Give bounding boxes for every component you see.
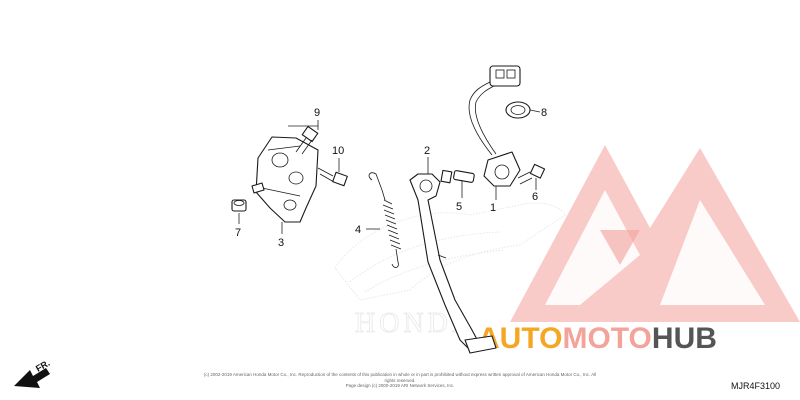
front-direction-arrow: FR. bbox=[14, 358, 52, 388]
bracket-bolt bbox=[251, 182, 265, 194]
part-9-bolt bbox=[295, 125, 319, 155]
part-4-spring bbox=[368, 172, 402, 268]
copyright-line-2: Page design (c) 2000-2019 ARI Network Se… bbox=[345, 383, 455, 388]
part-2-side-stand bbox=[409, 173, 497, 354]
part-6-bolt bbox=[517, 163, 546, 185]
part-7-nut bbox=[231, 199, 247, 212]
callout-5: 5 bbox=[456, 201, 462, 213]
watermark-hub: HUB bbox=[652, 322, 717, 355]
diagram-code: MJR4F3100 bbox=[731, 381, 781, 391]
callout-3: 3 bbox=[278, 237, 284, 249]
callout-4: 4 bbox=[355, 224, 361, 236]
copyright-notice: (c) 2002-2019 American Honda Motor Co., … bbox=[200, 372, 600, 389]
watermark-moto: MOTO bbox=[562, 322, 651, 355]
leader-8 bbox=[529, 109, 541, 113]
part-10-bolt bbox=[317, 167, 348, 187]
callout-8: 8 bbox=[541, 107, 547, 119]
copyright-line-1: (c) 2002-2019 American Honda Motor Co., … bbox=[203, 372, 597, 383]
part-3-bracket bbox=[255, 136, 319, 223]
part-5-bolt bbox=[440, 169, 475, 184]
part-1-side-stand-switch bbox=[468, 65, 521, 187]
callout-2: 2 bbox=[424, 145, 430, 157]
callout-6: 6 bbox=[532, 191, 538, 203]
front-direction-label: FR. bbox=[34, 358, 52, 374]
callout-10: 10 bbox=[332, 145, 344, 157]
callout-1: 1 bbox=[490, 202, 496, 214]
svg-text:AUTOMOTOHUB: AUTOMOTOHUB bbox=[478, 322, 717, 355]
leader-9 bbox=[288, 120, 319, 130]
callout-9: 9 bbox=[314, 107, 320, 119]
part-8-clamp bbox=[505, 101, 531, 119]
callout-7: 7 bbox=[235, 227, 241, 239]
watermark-text: AUTOMOTOHUB bbox=[478, 322, 717, 355]
watermark-logo bbox=[510, 145, 800, 322]
